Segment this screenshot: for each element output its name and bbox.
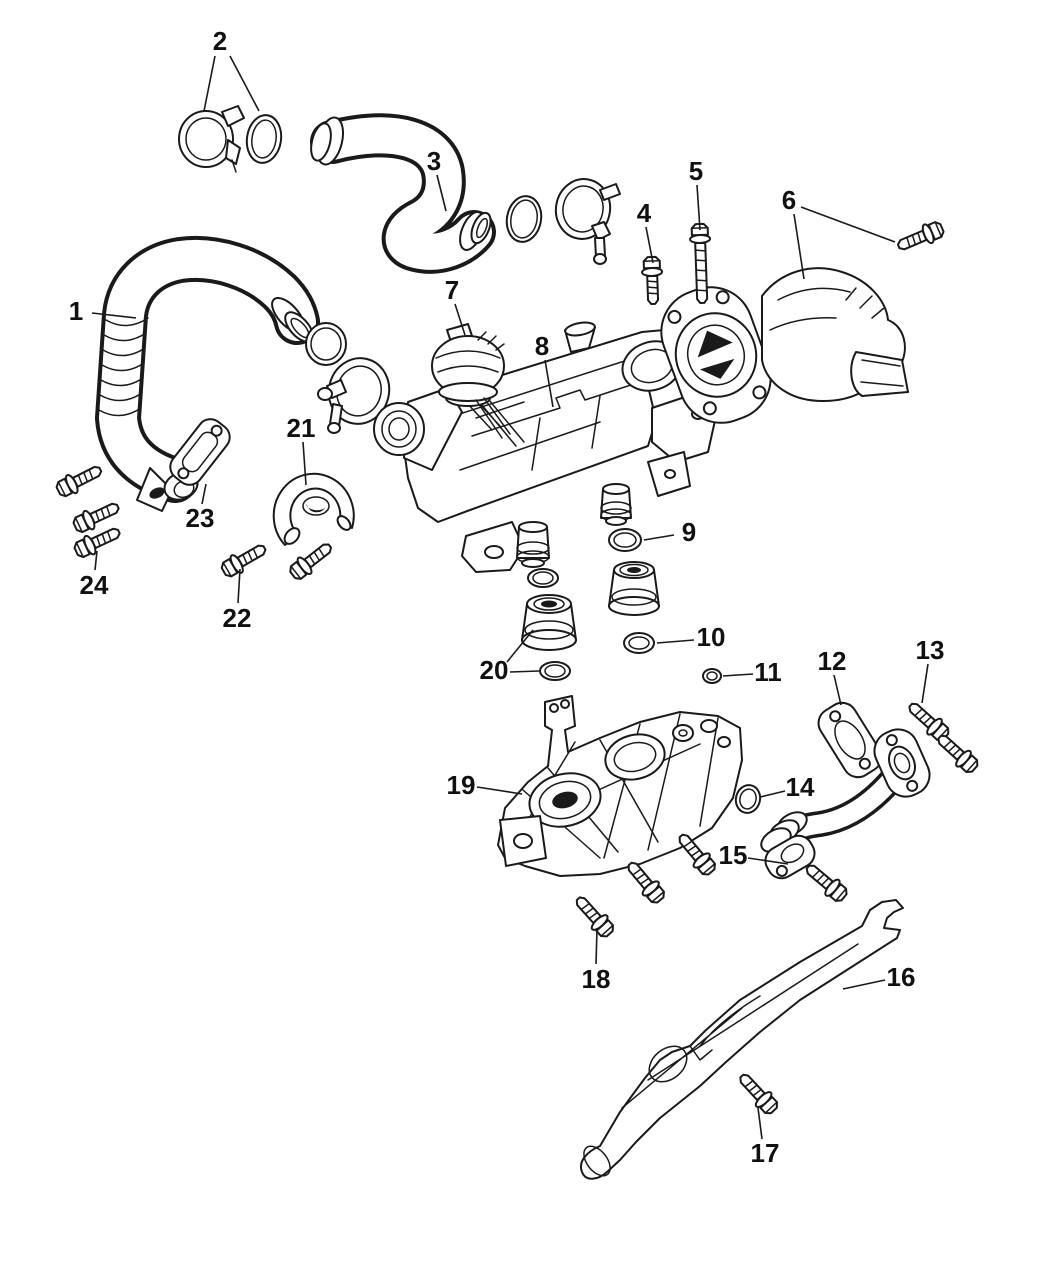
- callout-14-o-ring-seal: 14: [786, 772, 815, 802]
- callout-18-hex-flange-bolt: 18: [582, 964, 611, 994]
- callout-24-hex-flange-bolt: 24: [80, 570, 109, 600]
- leader-line-18: [595, 928, 598, 965]
- part-egr-tube: [760, 728, 931, 880]
- part-v-band-clamp: [317, 357, 391, 434]
- leader-line-10: [656, 639, 695, 644]
- part-bolt-24: [52, 459, 125, 562]
- callout-19-adapter-manifold: 19: [447, 770, 476, 800]
- leader-line-8: [544, 359, 554, 408]
- part-plug-11: [702, 668, 722, 684]
- leader-line-22: [237, 568, 241, 604]
- leader-line-4: [645, 226, 654, 264]
- callout-9-o-ring-seal: 9: [682, 517, 696, 547]
- part-o-ring-upper-left: [527, 568, 559, 588]
- part-adapter-manifold: [497, 695, 743, 877]
- callout-12-tube-gasket: 12: [818, 646, 847, 676]
- leader-line-13: [921, 663, 929, 704]
- callout-11-plug: 11: [754, 657, 782, 687]
- leader-line-16: [842, 979, 886, 990]
- leader-line-3: [436, 174, 447, 212]
- part-support-bracket: [272, 472, 355, 546]
- leader-line-15: [747, 857, 789, 865]
- part-bolt-4: [640, 255, 665, 306]
- part-tube-bolt: [800, 858, 852, 907]
- callout-1-corrugated-inlet-hose: 1: [69, 296, 83, 326]
- callout-8-egr-cooler: 8: [535, 331, 549, 361]
- leader-line-19: [476, 786, 523, 795]
- leader-line-7: [454, 303, 466, 336]
- leader-line-21: [302, 441, 307, 486]
- part-bolt-21-mount: [285, 537, 337, 584]
- callout-13-hex-flange-bolt: 13: [916, 635, 945, 665]
- callout-22-hex-flange-bolt: 22: [223, 603, 252, 633]
- part-vacuum-actuator: [431, 323, 511, 439]
- part-corrugated-inlet-hose: [94, 236, 320, 512]
- leader-line-20: [509, 670, 540, 673]
- callout-21-support-bracket: 21: [287, 413, 316, 443]
- part-o-ring-9: [608, 528, 642, 552]
- part-heat-shield: [580, 899, 904, 1180]
- callout-17-hex-flange-bolt: 17: [751, 1138, 780, 1168]
- leader-line-12: [833, 674, 842, 706]
- part-seal-ring: [245, 114, 283, 164]
- part-o-ring-14: [734, 784, 762, 814]
- part-tube-gasket: [817, 701, 883, 779]
- callout-7-vacuum-actuator: 7: [445, 275, 459, 305]
- leader-line-23: [201, 483, 207, 505]
- part-bolt-18: [569, 891, 619, 942]
- part-hose-clamp: [178, 105, 245, 173]
- leader-line-2: [229, 55, 260, 112]
- leader-line-6: [800, 206, 896, 243]
- leader-line-9: [643, 534, 675, 541]
- part-elbow-gasket: [169, 418, 231, 486]
- callout-10-o-ring-seal: 10: [697, 622, 726, 652]
- leader-line-14: [759, 790, 786, 798]
- part-o-ring-20: [539, 661, 571, 681]
- leader-line-11: [722, 673, 754, 677]
- leader-line-24: [94, 550, 98, 571]
- part-o-ring-10: [623, 632, 655, 654]
- callout-15-egr-tube: 15: [719, 840, 748, 870]
- leader-line-20: [506, 629, 534, 663]
- leader-line-5: [696, 184, 701, 231]
- callout-3-outlet-hose: 3: [427, 146, 441, 176]
- part-v-band-clamp: [554, 178, 621, 265]
- leader-line-17: [757, 1107, 763, 1140]
- part-bushing-right: [608, 561, 660, 616]
- callout-23-elbow-gasket: 23: [186, 503, 215, 533]
- part-bushing-left: [521, 594, 577, 651]
- callout-2-hose-clamp-and-seal: 2: [213, 26, 227, 56]
- callout-5-long-mounting-bolt: 5: [689, 156, 703, 186]
- callout-6-egr-valve-assembly: 6: [782, 185, 796, 215]
- part-outlet-hose: [310, 113, 496, 274]
- callout-16-heat-shield: 16: [887, 962, 916, 992]
- part-bolt-6: [893, 217, 947, 257]
- leader-line-1: [91, 312, 137, 319]
- leader-line-6: [793, 213, 805, 280]
- part-bolt-22: [217, 538, 271, 582]
- part-egr-valve-assembly: [660, 267, 909, 424]
- part-seal-ring: [505, 195, 543, 243]
- part-seal-ring: [305, 322, 347, 366]
- callout-20-bushing-and-seal: 20: [480, 655, 509, 685]
- part-egr-cooler: [373, 321, 717, 573]
- leader-line-2: [203, 55, 216, 112]
- callout-4-hex-flange-bolt: 4: [637, 198, 652, 228]
